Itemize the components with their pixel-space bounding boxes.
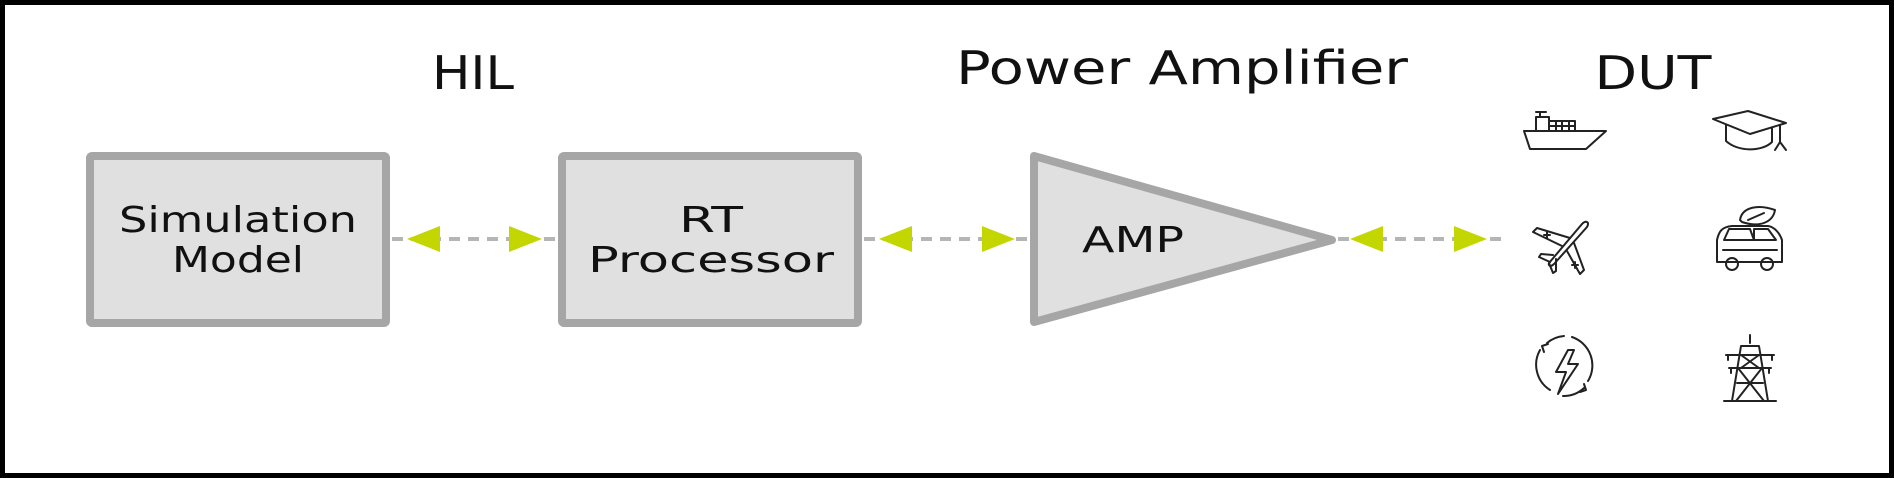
simulation-model-label-line2: Model xyxy=(172,240,304,281)
arrowhead-right xyxy=(1454,226,1487,252)
rt-processor-box xyxy=(558,152,862,327)
dut-icon-grid xyxy=(1523,110,1787,402)
heading-hil: HIL xyxy=(432,46,514,100)
airplane-icon xyxy=(1532,220,1590,275)
connector-sim-to-rt xyxy=(392,226,558,252)
electric-car-icon xyxy=(1716,206,1783,271)
heading-power-amplifier: Power Amplifier xyxy=(956,41,1408,95)
arrowhead-left xyxy=(407,226,440,252)
connector-rt-to-amp xyxy=(864,226,1030,252)
amp-triangle xyxy=(1030,152,1336,326)
arrowhead-right xyxy=(509,226,542,252)
rt-processor-label-line1: RT xyxy=(679,200,744,241)
connector-amp-to-dut xyxy=(1338,226,1504,252)
renewable-energy-icon xyxy=(1535,335,1594,398)
simulation-model-label-line1: Simulation xyxy=(119,200,357,241)
amp-block: AMP xyxy=(1030,152,1336,326)
rt-processor-label-line2: Processor xyxy=(588,240,834,281)
arrowhead-right xyxy=(982,226,1015,252)
rt-processor-block: RT Processor xyxy=(558,152,862,327)
graduation-cap-icon xyxy=(1712,110,1787,151)
arrowhead-left xyxy=(879,226,912,252)
simulation-model-block: Simulation Model xyxy=(86,152,390,327)
simulation-model-box xyxy=(86,152,390,327)
arrowhead-left xyxy=(1350,226,1383,252)
ship-icon xyxy=(1523,111,1607,150)
power-tower-icon xyxy=(1723,334,1777,402)
amp-label: AMP xyxy=(1082,220,1184,261)
heading-dut: DUT xyxy=(1595,46,1713,100)
